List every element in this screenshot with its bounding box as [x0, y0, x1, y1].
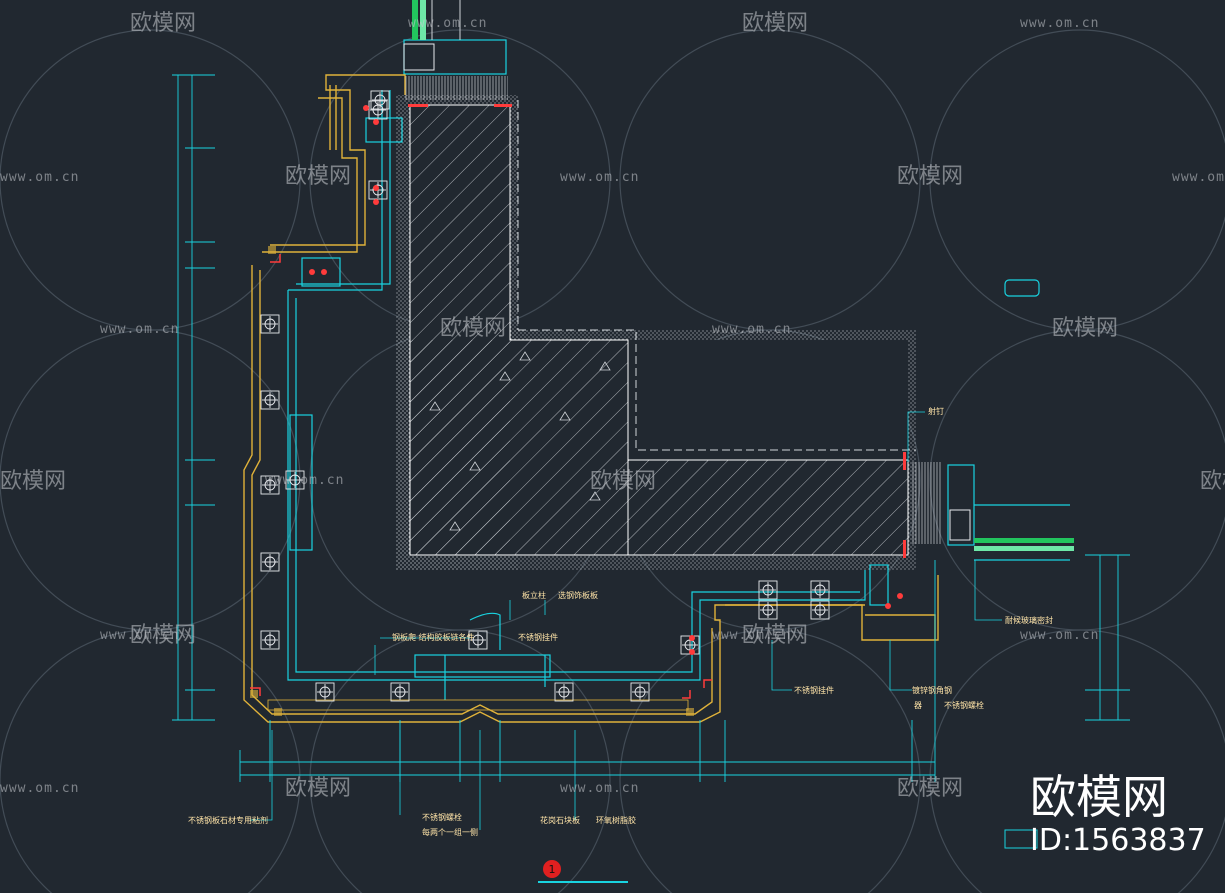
sealant-strips — [250, 246, 694, 716]
anchor-bolt-icon — [368, 100, 388, 120]
label-ss-hook: 不锈钢挂件 — [518, 632, 558, 642]
watermark-brand-text: 欧模网 — [590, 469, 656, 494]
watermark-brand-text: 欧模网 — [130, 11, 196, 36]
corner-brand-name: 欧模网 — [1030, 770, 1168, 824]
anchor-bolt-icon — [630, 682, 650, 702]
watermark-url-text: www.om.cn — [100, 322, 179, 337]
label-screw: 器 — [914, 701, 922, 710]
label-ss-bolt: 不锈钢螺栓 — [944, 700, 984, 710]
label-ss-bolt-group: 不锈钢螺栓 — [422, 812, 462, 822]
label-stone-board: 花岗石块板 — [540, 815, 580, 825]
label-nail: 射钉 — [928, 406, 944, 416]
label-glass-seal: 耐候玻璃密封 — [1005, 615, 1053, 625]
watermark-brand-text: 欧模网 — [742, 11, 808, 36]
anchor-bolt-icon — [554, 682, 574, 702]
corner-brand: 欧模网 ID:1563837 — [1004, 770, 1206, 858]
detail-marker: 1 — [538, 860, 628, 883]
watermark-brand-text: 欧模网 — [285, 776, 351, 801]
watermark-url-text: www.om.cn — [408, 16, 487, 31]
watermark-brand-group: 欧模网欧模网欧模网欧模网欧模网欧模网欧模网欧模网欧模网欧模网欧模网欧模网欧模网 — [0, 11, 1225, 801]
watermark-brand-text: 欧模网 — [285, 164, 351, 189]
anchor-bolt-icon — [260, 630, 280, 650]
watermark-brand-text: 欧模网 — [0, 469, 66, 494]
dimension-lines — [172, 74, 1130, 782]
anchor-bolts — [260, 90, 830, 702]
anchor-bolt-icon — [260, 475, 280, 495]
watermark-brand-text: 欧模网 — [440, 316, 506, 341]
watermark-url-text: www.om.cn — [265, 473, 344, 488]
watermark-url-group: www.om.cn www.om.cn www.om.cn www.om.cn www.… — [0, 16, 1225, 796]
concrete-column — [396, 95, 916, 570]
anchor-bolt-icon — [260, 390, 280, 410]
leader-lines — [250, 411, 1002, 830]
watermark-brand-text: 欧模网 — [1052, 316, 1118, 341]
anchor-bolt-icon — [260, 314, 280, 334]
anchor-bolt-icon — [260, 552, 280, 572]
watermark-brand-text: 欧模网 — [897, 776, 963, 801]
watermark-url-text: www.om.cn — [560, 781, 639, 796]
watermark-url-text: www.om.cn — [0, 170, 79, 185]
watermark-brand-text: 欧模网 — [742, 623, 808, 648]
anchor-bolt-icon — [810, 580, 830, 600]
annotations: 射钉 板立柱 选钢饰板板 钢板爬 结构胶板链各件 不锈钢挂件 耐候玻璃密封 不锈… — [188, 406, 1053, 837]
watermark-url-text: www.om.cn — [0, 781, 79, 796]
label-epoxy: 环氧树脂胶 — [596, 815, 636, 825]
label-stone-material: 选钢饰板板 — [558, 590, 598, 600]
watermark-url-text: www.om.cn — [1020, 16, 1099, 31]
anchor-bolt-icon — [810, 600, 830, 620]
anchor-bolt-icon — [390, 682, 410, 702]
watermark-brand-text: 欧模网 — [1200, 469, 1225, 494]
red-fasteners — [309, 104, 906, 655]
anchor-bolt-icon — [468, 630, 488, 650]
watermark-url-text: www.om.cn — [100, 628, 179, 643]
detail-marker-number: 1 — [549, 863, 556, 876]
glass-mullion-right — [912, 462, 1074, 551]
label-ss-hanger: 钢板爬 结构胶板链各件 — [392, 632, 475, 642]
watermark-url-text: www.om.cn — [712, 322, 791, 337]
steel-frame — [287, 39, 1070, 700]
watermark-brand-text: 欧模网 — [897, 164, 963, 189]
corner-brand-id: ID:1563837 — [1030, 823, 1206, 858]
anchor-bolt-icon — [315, 682, 335, 702]
anchor-bolt-icon — [758, 580, 778, 600]
watermark-brand-text: 欧模网 — [130, 623, 196, 648]
red-corner-marks — [250, 254, 712, 699]
glass-mullion-top — [403, 0, 508, 100]
watermark-url-text: www.om.cn — [712, 628, 791, 643]
watermark-url-text: www.om.cn — [560, 170, 639, 185]
label-angle: 镀锌钢角钢 — [912, 685, 952, 695]
anchor-bolt-icon — [285, 470, 305, 490]
anchor-bolt-icon — [758, 600, 778, 620]
label-stone-glue: 不锈钢板石材专用粘剂 — [188, 815, 268, 825]
label-stone-side: 板立柱 — [522, 590, 546, 600]
label-ss-bolt-note: 每两个一组一侧 — [422, 827, 478, 837]
watermark-url-text: www.om.cn — [1020, 628, 1099, 643]
label-ss-hook2: 不锈钢挂件 — [794, 685, 834, 695]
watermark-url-text: www.om.cn — [1172, 170, 1225, 185]
anchor-bolt-icon — [370, 90, 390, 110]
